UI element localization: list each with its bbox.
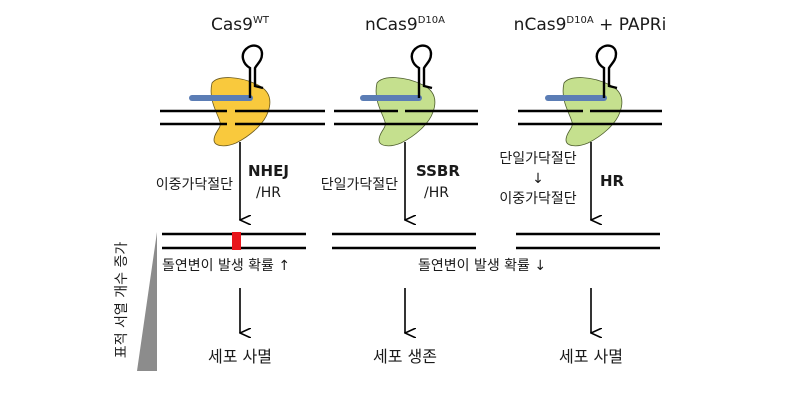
- side-axis-label: 표적 서열 개수 증가: [114, 242, 130, 359]
- repair-pathway-sublabel: /HR: [424, 185, 449, 201]
- column-ncas9-d10a: nCas9D10A 단일가닥절단 SSBR /HR 돌연변이 발생 확률 ↓ 세…: [321, 15, 546, 366]
- mutation-probability-increase: 돌연변이 발생 확률 ↑: [162, 258, 290, 274]
- break-type-label: 단일가닥절단: [321, 177, 398, 193]
- sgrna-hairpin-icon: [410, 44, 433, 98]
- column-title: nCas9D10A + PAPRi: [514, 15, 667, 35]
- outcome-label: 세포 사멸: [208, 347, 272, 366]
- repair-pathway-label: NHEJ: [248, 162, 289, 180]
- sgrna-hairpin-icon: [241, 44, 264, 98]
- break-type-label: 단일가닥절단: [499, 151, 576, 167]
- column-cas9-wt: Cas9WT 이중가닥절단 NHEJ /HR 돌연변이 발생 확률 ↑ 세포 사…: [156, 15, 325, 366]
- mutation-probability-decrease: 돌연변이 발생 확률 ↓: [418, 258, 546, 274]
- gradient-triangle: [137, 232, 157, 371]
- repair-pathway-sublabel: /HR: [256, 185, 281, 201]
- column-title: nCas9D10A: [365, 15, 445, 35]
- repair-pathway-label: SSBR: [416, 162, 460, 180]
- column-ncas9-d10a-papri: nCas9D10A + PAPRi 단일가닥절단 ↓ 이중가닥절단 HR 세포 …: [499, 15, 666, 366]
- break-type-label: 이중가닥절단: [156, 177, 233, 193]
- outcome-label: 세포 사멸: [559, 347, 623, 366]
- break-transition-arrow: ↓: [532, 171, 544, 187]
- repair-pathway-label: HR: [600, 172, 625, 190]
- outcome-label: 세포 생존: [373, 347, 437, 366]
- column-title: Cas9WT: [211, 15, 270, 35]
- sgrna-hairpin-icon: [595, 44, 618, 98]
- break-type-label: 이중가닥절단: [499, 191, 576, 207]
- mutation-marker: [232, 232, 241, 250]
